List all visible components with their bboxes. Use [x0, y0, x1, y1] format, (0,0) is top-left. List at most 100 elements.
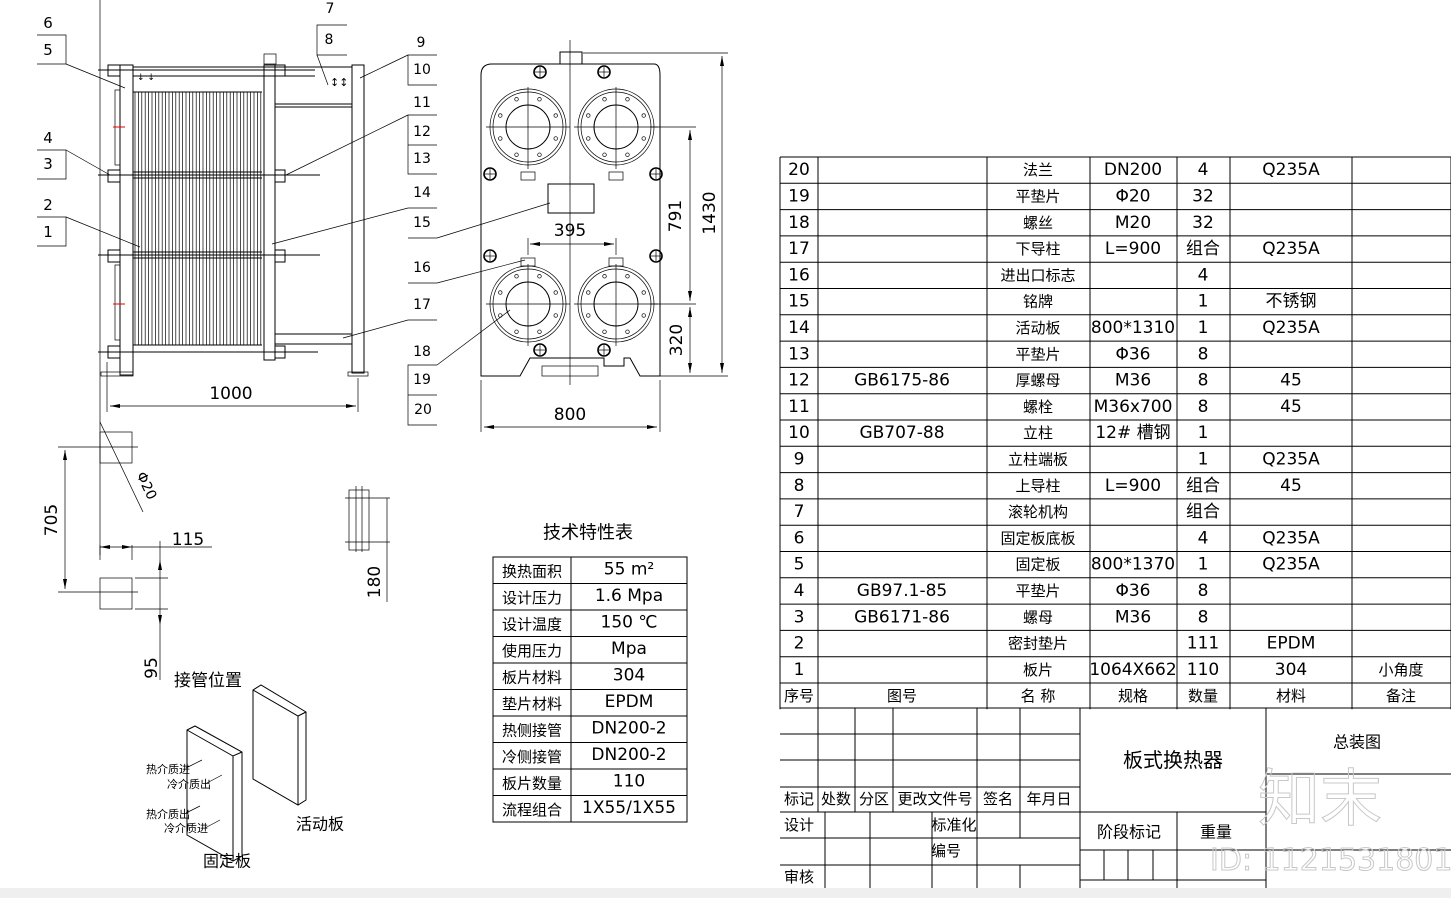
spec-row: 垫片材料 EPDM	[502, 692, 653, 713]
spec-label: 垫片材料	[502, 695, 562, 713]
bom-header-remark: 备注	[1386, 687, 1416, 705]
cold-in-label: 冷介质进	[164, 822, 208, 835]
bom-qty: 8	[1198, 581, 1209, 601]
bom-name: 密封垫片	[1008, 635, 1068, 653]
dim-phi20: Φ20	[133, 470, 160, 503]
balloon-20: 20	[414, 402, 432, 418]
bom-name: 平垫片	[1015, 345, 1060, 363]
bom-seq: 11	[788, 397, 810, 417]
port-marker	[520, 257, 536, 267]
bom-name: 进出口标志	[1000, 266, 1075, 284]
fixed-plate-iso	[186, 725, 243, 862]
dim-95: 95	[142, 657, 162, 679]
bom-material: 45	[1280, 371, 1302, 391]
bom-qty: 32	[1192, 213, 1214, 233]
bom-qty: 8	[1198, 397, 1209, 417]
bom-seq: 20	[788, 160, 810, 180]
spec-value: DN200-2	[591, 718, 666, 738]
front-view: ↓ ↓ ↕↕ 6 5 4 3 2 1 7 8 9 10	[37, 1, 551, 426]
bom-material: EPDM	[1267, 634, 1316, 654]
bom-name: 固定板底板	[1000, 529, 1075, 547]
port-marker	[608, 171, 624, 181]
plate-outline	[480, 63, 661, 377]
bom-seq: 15	[788, 292, 810, 312]
bom-seq: 2	[794, 634, 805, 654]
bom-material: Q235A	[1262, 555, 1320, 575]
bom-spec: M20	[1115, 213, 1151, 233]
bom-drawing-no: GB97.1-85	[857, 581, 947, 601]
bolt-icon	[597, 65, 611, 79]
bom-spec: 800*1310	[1091, 318, 1175, 338]
bom-drawing-no: GB707-88	[859, 423, 944, 443]
balloon-18: 18	[413, 344, 431, 360]
bom-name: 螺母	[1023, 608, 1053, 626]
port-marker	[520, 171, 536, 181]
rev-header-zone: 分区	[859, 790, 889, 808]
spec-label: 设计温度	[502, 615, 562, 633]
bom-qty: 8	[1198, 371, 1209, 391]
balloon-17: 17	[413, 297, 431, 313]
bom-material: 不锈钢	[1266, 292, 1317, 312]
bom-spec: 1064X662	[1089, 660, 1176, 680]
tie-bolts	[98, 64, 320, 359]
bom-material: 45	[1280, 476, 1302, 496]
number-label: 编号	[931, 842, 961, 860]
fixed-plate	[119, 64, 134, 376]
bom-qty: 4	[1198, 528, 1209, 548]
rev-header-doc-no: 更改文件号	[897, 790, 972, 808]
stage-mark-label: 阶段标记	[1097, 823, 1161, 842]
bom-spec: DN200	[1104, 160, 1162, 180]
dim-length: 1000	[209, 384, 252, 404]
bom-remark: 小角度	[1378, 661, 1423, 679]
bom-spec: L=900	[1105, 476, 1161, 496]
spec-value: EPDM	[605, 692, 654, 712]
rev-header-mark: 标记	[784, 790, 814, 808]
bom-qty: 1	[1198, 292, 1209, 312]
dim-705: 705	[42, 504, 62, 536]
bom-name: 活动板	[1015, 319, 1060, 337]
design-label: 设计	[784, 816, 814, 834]
bolt-icon	[649, 249, 663, 263]
bom-header-qty: 数量	[1188, 687, 1218, 705]
bom-name: 板片	[1023, 661, 1053, 679]
moving-plate-iso	[252, 684, 307, 806]
bom-spec: Φ20	[1115, 186, 1150, 206]
spec-value: 304	[613, 665, 645, 685]
bom-name: 立柱	[1023, 424, 1053, 442]
spec-row: 设计温度 150 ℃	[502, 612, 657, 633]
weight-label: 重量	[1200, 823, 1232, 842]
bom-seq: 16	[788, 265, 810, 285]
balloon-6: 6	[43, 14, 53, 32]
bom-spec: Φ36	[1115, 344, 1150, 364]
dim-width: 800	[554, 405, 586, 425]
bom-spec: M36	[1115, 607, 1151, 627]
bom-name: 法兰	[1023, 161, 1053, 179]
bom-material: 304	[1275, 660, 1307, 680]
bom-material: Q235A	[1262, 318, 1320, 338]
balloon-14: 14	[413, 185, 431, 201]
bom-spec: Φ36	[1115, 581, 1150, 601]
bom-spec: 800*1370	[1091, 555, 1175, 575]
spec-value: 150 ℃	[601, 612, 658, 632]
moving-plate-label: 活动板	[296, 815, 344, 834]
bom-name: 平垫片	[1015, 187, 1060, 205]
moving-plate	[263, 64, 276, 361]
bom-spec: L=900	[1105, 239, 1161, 259]
rev-header-date: 年月日	[1026, 790, 1071, 808]
bom-spec: 12# 槽钢	[1095, 423, 1170, 443]
port-flange	[574, 87, 658, 169]
